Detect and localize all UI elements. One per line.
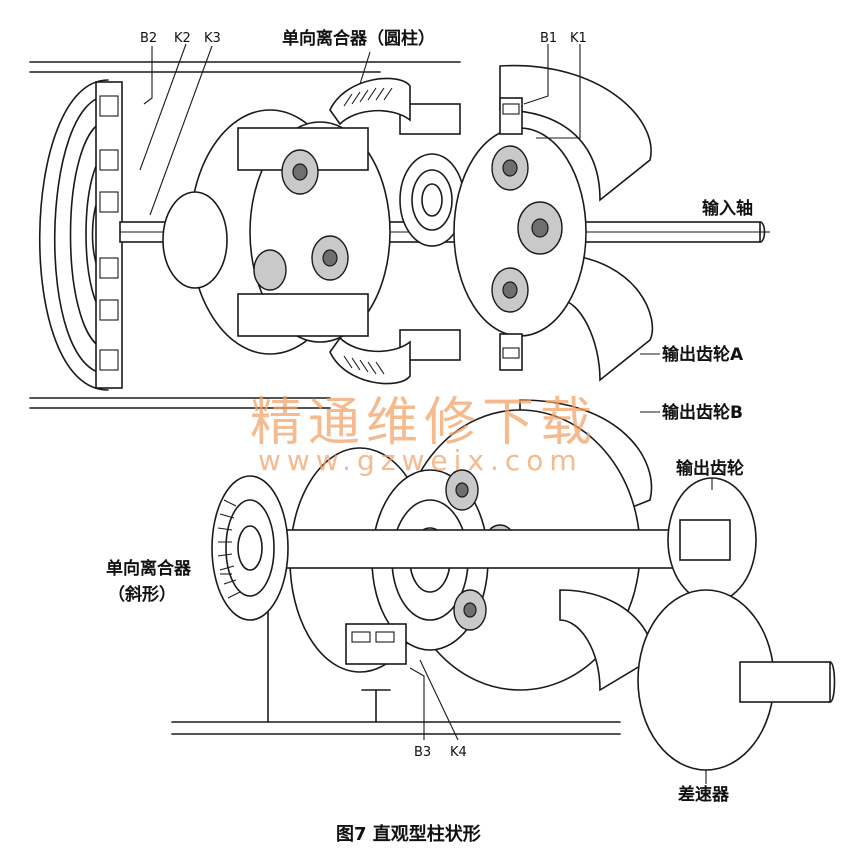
- label-k2: K2: [174, 31, 191, 46]
- label-output-gear-a: 输出齿轮A: [662, 344, 744, 365]
- label-differential: 差速器: [678, 784, 730, 805]
- label-one-way-clutch-bevel: 单向离合器: [106, 558, 192, 579]
- figure-caption: 图7 直观型柱状形: [336, 823, 481, 845]
- label-one-way-clutch-cylinder: 单向离合器（圆柱）: [282, 28, 435, 49]
- housing-lines: [29, 61, 621, 735]
- label-k1: K1: [570, 31, 587, 46]
- label-input-shaft: 输入轴: [702, 198, 753, 219]
- label-output-gear-b: 输出齿轮B: [662, 402, 743, 423]
- label-output-gear: 输出齿轮: [676, 458, 744, 479]
- label-bevel-shape: （斜形）: [108, 584, 176, 605]
- label-b1: B1: [540, 31, 557, 46]
- label-b2: B2: [140, 31, 157, 46]
- label-k3: K3: [204, 31, 221, 46]
- bell-housing: [38, 79, 123, 391]
- upper-planetary: [162, 103, 465, 361]
- watermark: 精通维修下载 www.gzweix.com: [250, 393, 598, 477]
- label-b3: B3: [414, 745, 431, 760]
- watermark-cn: 精通维修下载: [250, 393, 598, 453]
- watermark-url: www.gzweix.com: [258, 444, 583, 477]
- label-k4: K4: [450, 745, 467, 760]
- lower-shaft: [249, 529, 681, 569]
- leader-lines: [139, 43, 770, 784]
- labels: B2 K2 K3 单向离合器（圆柱） B1 K1 输入轴 输出齿轮A 输出齿轮B…: [106, 28, 753, 845]
- one-way-clutch-cylinder: [329, 77, 411, 385]
- one-way-clutch-bevel: [211, 475, 289, 621]
- differential-assembly: [637, 477, 836, 771]
